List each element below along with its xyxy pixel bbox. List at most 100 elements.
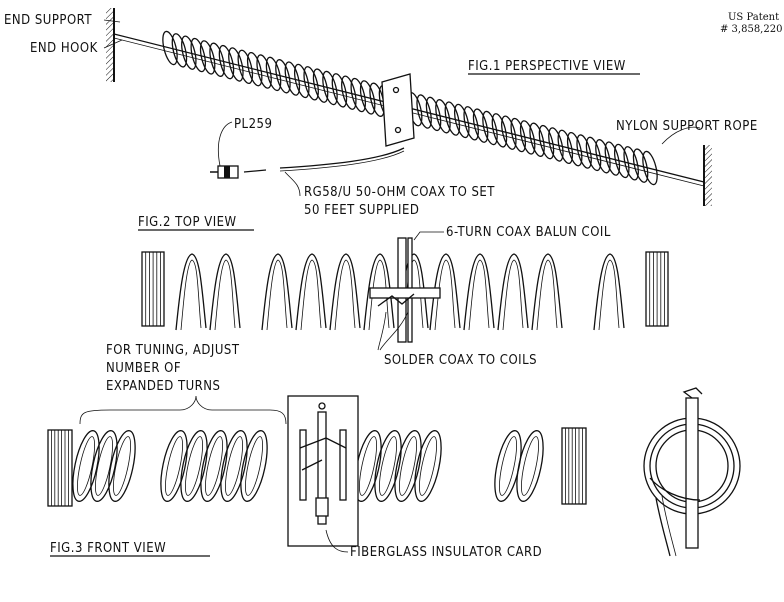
coil-turn (246, 51, 263, 87)
coil-turn (604, 141, 621, 176)
top-view-turn (175, 253, 207, 331)
top-view-turn (295, 253, 327, 331)
front-view-loop (374, 430, 402, 502)
coil-turn (538, 124, 555, 160)
front-view-loop (240, 430, 268, 502)
front-view-loop (160, 430, 188, 502)
coil-turn (463, 106, 479, 141)
fig1-title: FIG.1 PERSPECTIVE VIEW (468, 59, 626, 74)
coil-turn (491, 113, 508, 148)
coax-label-line2: 50 FEET SUPPLIED (304, 203, 419, 218)
end-hook-label: END HOOK (30, 41, 98, 56)
front-view-loop (516, 430, 544, 502)
coil-turn (190, 37, 207, 73)
coil-turn (482, 110, 498, 146)
coil-turn (435, 99, 451, 134)
end-support-label: END SUPPORT (4, 13, 92, 28)
coil-turn (218, 44, 235, 80)
coil-turn (425, 96, 442, 132)
coil-turn (576, 134, 592, 169)
coil-turn (632, 148, 649, 183)
fig2-top-view: FIG.2 TOP VIEW 6-TURN COAX BALUN COIL SO… (138, 215, 669, 368)
coax-label-line1: RG58/U 50-OHM COAX TO SET (304, 185, 495, 200)
front-view-loop (108, 430, 136, 502)
patent-label-line1: US Patent (728, 12, 779, 23)
front-view-loop (394, 430, 422, 502)
coil-turn (209, 42, 225, 77)
front-view-loop (90, 430, 118, 502)
coil-turn (350, 77, 367, 113)
fig2-title: FIG.2 TOP VIEW (138, 215, 237, 230)
fig1-perspective-view: END SUPPORT END HOOK FIG.1 PERSPECTIVE V… (4, 8, 782, 218)
coil-turn (416, 94, 432, 129)
balun-label: 6-TURN COAX BALUN COIL (446, 225, 611, 240)
fig3-coil-loops (72, 430, 544, 502)
coil-turn (510, 117, 527, 153)
coil-turn (171, 33, 188, 68)
coil-turn (331, 73, 348, 108)
coil-turn (566, 131, 583, 167)
fig3-end-on-view (643, 387, 741, 557)
coil-turn (519, 120, 536, 155)
top-view-turn (463, 253, 495, 331)
front-view-loop (220, 430, 248, 502)
fig3-title: FIG.3 FRONT VIEW (50, 541, 166, 556)
coil-turn (303, 66, 319, 101)
pl259-connector (210, 165, 239, 179)
coil-turn (613, 143, 630, 179)
fig2-balun-assembly (369, 237, 441, 343)
fig2-left-end-block (141, 251, 165, 327)
fig2-coil-turns (175, 253, 625, 331)
top-view-turn (593, 253, 625, 331)
top-view-turn (329, 253, 361, 331)
fiberglass-insulator-card (287, 395, 359, 547)
coil-turn (529, 122, 545, 157)
front-view-loop (72, 430, 100, 502)
fig1-insulator-plate (381, 73, 415, 147)
coil-turn (444, 101, 461, 136)
coil-turn (359, 80, 376, 115)
top-view-turn (261, 253, 293, 331)
fig2-right-end-block (645, 251, 669, 327)
coil-turn (162, 30, 178, 66)
insulator-label: FIBERGLASS INSULATOR CARD (350, 545, 542, 560)
coil-turn (472, 108, 489, 143)
patent-number: # 3,858,220 (720, 24, 782, 35)
tuning-label-line2: NUMBER OF (106, 361, 181, 376)
solder-label: SOLDER COAX TO COILS (384, 353, 537, 368)
right-wall-support (703, 145, 712, 206)
coil-turn (228, 47, 244, 82)
tuning-label-line1: FOR TUNING, ADJUST (106, 343, 240, 358)
fig3-front-view: FOR TUNING, ADJUST NUMBER OF EXPANDED TU… (47, 343, 741, 560)
coil-turn (237, 49, 254, 85)
pl259-label: PL259 (234, 117, 272, 132)
coil-turn (322, 70, 338, 106)
front-view-loop (494, 430, 522, 502)
coil-turn (341, 75, 357, 110)
coil-turn (265, 56, 282, 92)
front-view-loop (200, 430, 228, 502)
coil-turn (453, 103, 470, 139)
coil-turn (557, 129, 574, 165)
top-view-turn (209, 253, 241, 331)
front-view-loop (180, 430, 208, 502)
top-view-turn (497, 253, 529, 331)
coil-turn (585, 136, 602, 172)
coil-turn (275, 59, 291, 94)
coil-turn (642, 150, 658, 186)
top-view-turn (531, 253, 563, 331)
coil-turn (256, 54, 272, 89)
nylon-rope-label: NYLON SUPPORT ROPE (616, 119, 758, 134)
coil-turn (312, 68, 329, 103)
coil-turn (501, 115, 517, 150)
front-view-loop (414, 430, 442, 502)
coil-turn (595, 139, 611, 174)
coil-turn (181, 35, 197, 70)
coil-turn (548, 127, 564, 162)
coil-turn (284, 61, 301, 96)
coil-turn (623, 146, 639, 181)
coil-turn (293, 63, 310, 99)
tuning-bracket (79, 395, 287, 425)
fig1-coax-cable (279, 147, 405, 169)
